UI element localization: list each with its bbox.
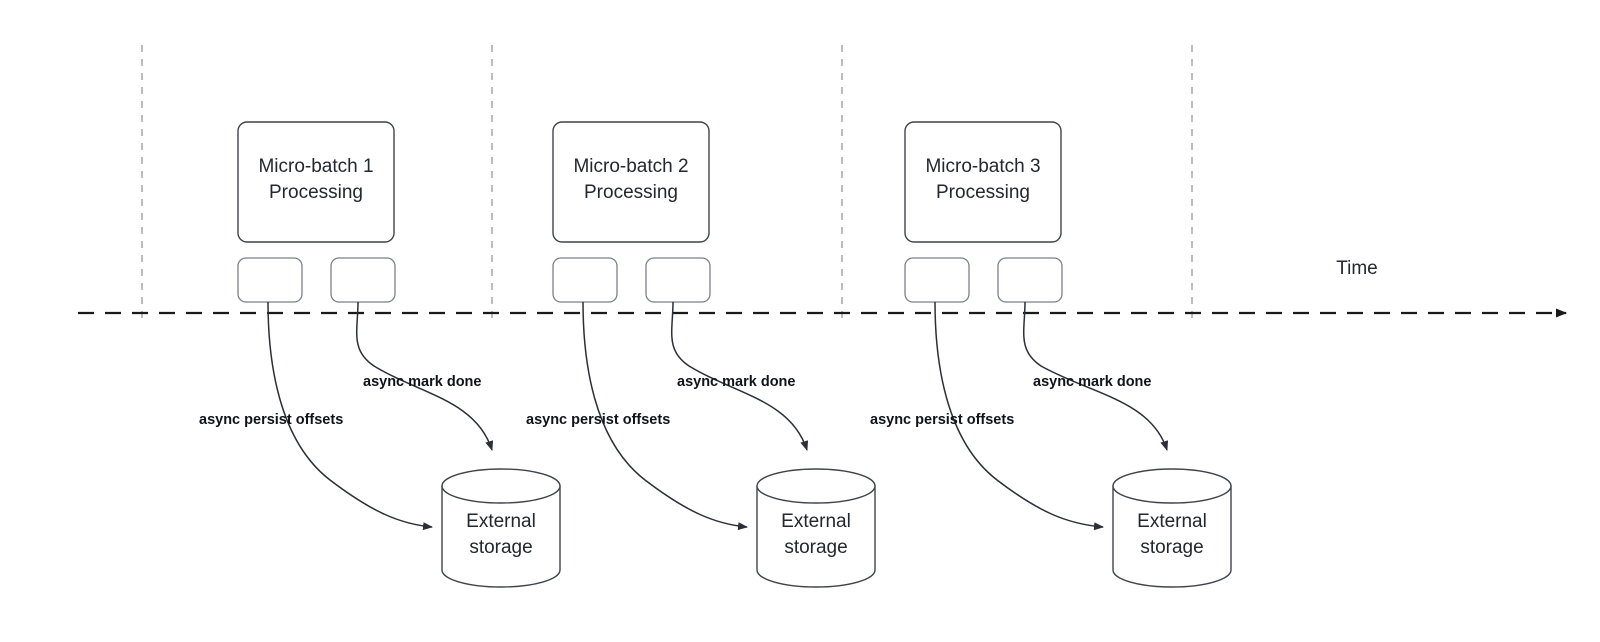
task-box-1b[interactable] bbox=[330, 257, 396, 303]
edge-label-async-persist-offsets-3: async persist offsets bbox=[870, 412, 1014, 428]
task-box-2b[interactable] bbox=[645, 257, 711, 303]
task-box-2a[interactable] bbox=[552, 257, 618, 303]
edge-async-mark-done-2 bbox=[671, 301, 809, 451]
micro-batch-2-box[interactable] bbox=[552, 121, 710, 243]
guide-lines bbox=[141, 45, 1193, 320]
time-axis-label: Time bbox=[1336, 258, 1378, 279]
micro-batch-3-label-line1: Micro-batch 3 bbox=[925, 156, 1040, 177]
edge-label-async-mark-done-1: async mark done bbox=[363, 374, 481, 390]
external-storage-3-label-line2: storage bbox=[1140, 537, 1203, 558]
external-storage-1-label-line1: External bbox=[466, 511, 536, 532]
edge-async-persist-offsets-1 bbox=[267, 301, 433, 531]
edge-label-async-mark-done-2: async mark done bbox=[677, 374, 795, 390]
edge-async-mark-done-1 bbox=[356, 301, 494, 451]
micro-batch-2-label-line2: Processing bbox=[584, 182, 678, 203]
micro-batch-1-label-line1: Micro-batch 1 bbox=[258, 156, 373, 177]
external-storage-1[interactable] bbox=[441, 468, 561, 588]
task-box-1a[interactable] bbox=[237, 257, 303, 303]
edge-label-async-mark-done-3: async mark done bbox=[1033, 374, 1151, 390]
external-storage-2[interactable] bbox=[756, 468, 876, 588]
external-storage-2-label-line2: storage bbox=[784, 537, 847, 558]
external-storage-2-label-line1: External bbox=[781, 511, 851, 532]
micro-batch-1-label-line2: Processing bbox=[269, 182, 363, 203]
task-box-3b[interactable] bbox=[997, 257, 1063, 303]
micro-batch-3-label-line2: Processing bbox=[936, 182, 1030, 203]
external-storage-1-label-line2: storage bbox=[469, 537, 532, 558]
task-box-3a[interactable] bbox=[904, 257, 970, 303]
micro-batch-2-label-line1: Micro-batch 2 bbox=[573, 156, 688, 177]
group-3: Micro-batch 3 Processing async persist o… bbox=[870, 121, 1232, 588]
edge-label-async-persist-offsets-2: async persist offsets bbox=[526, 412, 670, 428]
micro-batch-3-box[interactable] bbox=[904, 121, 1062, 243]
external-storage-3-label-line1: External bbox=[1137, 511, 1207, 532]
edge-async-persist-offsets-3 bbox=[934, 301, 1104, 531]
edge-async-persist-offsets-2 bbox=[582, 301, 748, 531]
group-2: Micro-batch 2 Processing async persist o… bbox=[526, 121, 876, 588]
group-1: Micro-batch 1 Processing async persist o… bbox=[199, 121, 561, 588]
external-storage-3[interactable] bbox=[1112, 468, 1232, 588]
edge-async-mark-done-3 bbox=[1023, 301, 1169, 451]
edge-label-async-persist-offsets-1: async persist offsets bbox=[199, 412, 343, 428]
micro-batch-1-box[interactable] bbox=[237, 121, 395, 243]
